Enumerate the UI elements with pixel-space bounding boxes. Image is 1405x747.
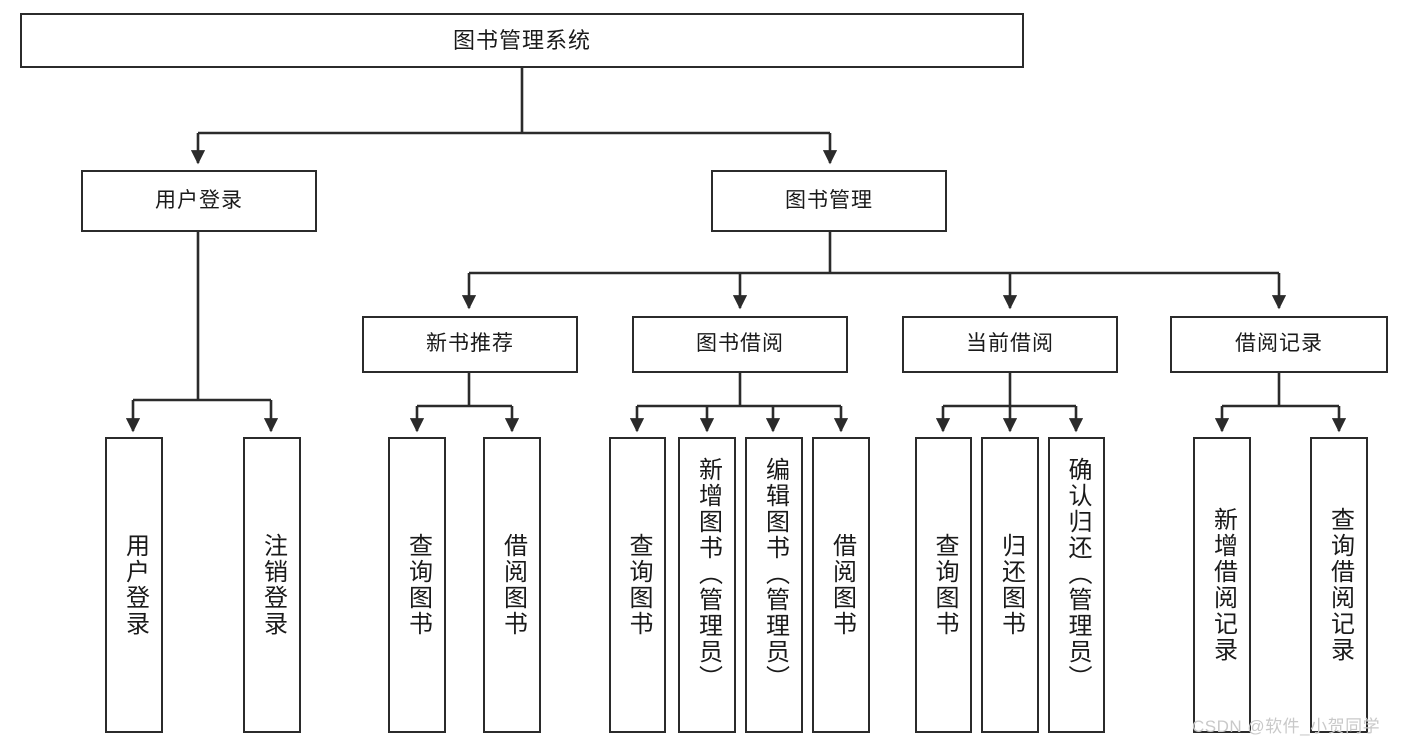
leaf-edit-book-admin[interactable]: 编辑图书（管理员） [745, 437, 803, 733]
leaf-confirm-return-admin[interactable]: 确认归还（管理员） [1048, 437, 1105, 733]
leaf-borrow-book-recommend[interactable]: 借阅图书 [483, 437, 541, 733]
node-label: 图书借阅 [696, 332, 784, 356]
leaf-borrow-book[interactable]: 借阅图书 [812, 437, 870, 733]
node-root-system[interactable]: 图书管理系统 [20, 13, 1024, 68]
node-user-login[interactable]: 用户登录 [81, 170, 317, 232]
node-new-book-recommend[interactable]: 新书推荐 [362, 316, 578, 373]
node-label: 当前借阅 [966, 332, 1054, 356]
node-book-borrow[interactable]: 图书借阅 [632, 316, 848, 373]
leaf-query-borrow-record[interactable]: 查询借阅记录 [1310, 437, 1368, 733]
csdn-watermark: CSDN @软件_小贺同学 [1192, 717, 1381, 736]
node-label: 查询图书 [404, 533, 432, 637]
node-label: 用户登录 [155, 188, 243, 212]
node-label: 用户登录 [121, 533, 149, 637]
leaf-query-book-borrow[interactable]: 查询图书 [609, 437, 666, 733]
leaf-return-book[interactable]: 归还图书 [981, 437, 1039, 733]
node-label: 编辑图书（管理员） [761, 457, 789, 691]
leaf-add-book-admin[interactable]: 新增图书（管理员） [678, 437, 736, 733]
node-label: 借阅图书 [828, 533, 856, 637]
node-label: 归还图书 [997, 533, 1025, 637]
node-book-management[interactable]: 图书管理 [711, 170, 947, 232]
node-label: 新增借阅记录 [1209, 507, 1237, 663]
node-label: 新书推荐 [426, 332, 514, 356]
node-label: 确认归还（管理员） [1063, 457, 1091, 691]
leaf-query-book-current[interactable]: 查询图书 [915, 437, 972, 733]
node-label: 图书管理系统 [452, 27, 591, 53]
node-borrow-record[interactable]: 借阅记录 [1170, 316, 1388, 373]
node-label: 借阅图书 [499, 533, 527, 637]
node-current-borrow[interactable]: 当前借阅 [902, 316, 1118, 373]
node-label: 新增图书（管理员） [694, 457, 722, 691]
node-label: 图书管理 [785, 188, 873, 212]
node-label: 查询图书 [624, 533, 652, 637]
leaf-logout[interactable]: 注销登录 [243, 437, 301, 733]
node-label: 查询图书 [930, 533, 958, 637]
node-label: 借阅记录 [1235, 332, 1323, 356]
leaf-add-borrow-record[interactable]: 新增借阅记录 [1193, 437, 1251, 733]
node-label: 注销登录 [259, 533, 287, 637]
leaf-query-book-recommend[interactable]: 查询图书 [388, 437, 446, 733]
node-label: 查询借阅记录 [1326, 507, 1354, 663]
leaf-user-login[interactable]: 用户登录 [105, 437, 163, 733]
